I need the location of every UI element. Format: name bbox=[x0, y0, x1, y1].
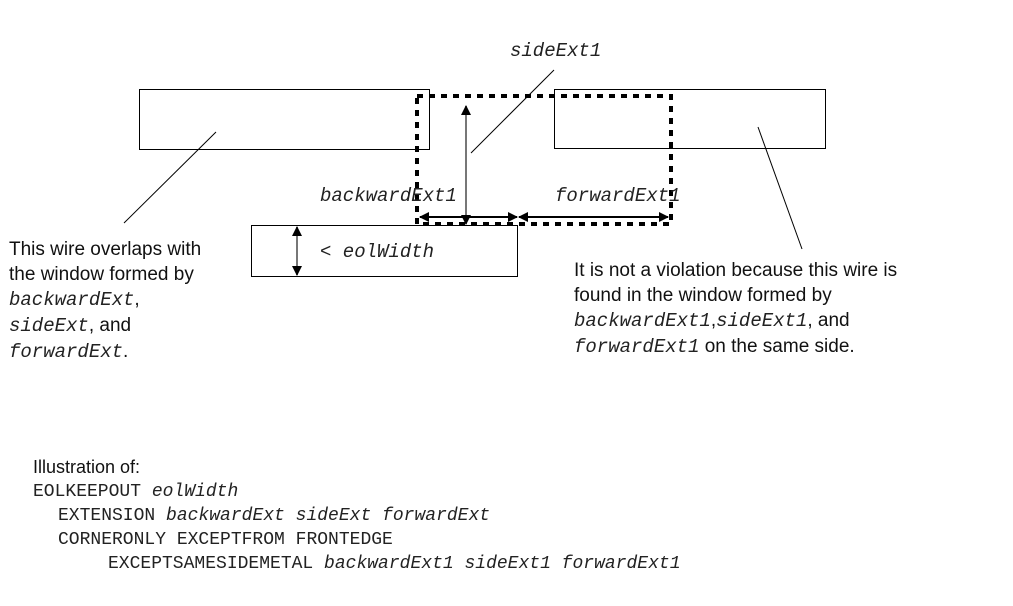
exception-window bbox=[415, 94, 673, 226]
code-backward-ext1: backwardExt1 bbox=[574, 310, 711, 332]
wire-top-right bbox=[554, 89, 826, 149]
code-side-ext1: sideExt1 bbox=[716, 310, 808, 332]
left-note-line1: This wire overlaps with bbox=[9, 239, 202, 260]
caption-code: EOLKEEPOUT eolWidth EXTENSION backwardEx… bbox=[33, 480, 681, 576]
code-forward-ext: forwardExt bbox=[9, 341, 124, 363]
code-line-2: EXTENSION backwardExt sideExt forwardExt bbox=[33, 504, 681, 528]
label-backward-ext1: backwardExt1 bbox=[320, 185, 457, 207]
caption-title: Illustration of: bbox=[33, 457, 141, 477]
code-line-3: CORNERONLY EXCEPTFROM FRONTEDGE bbox=[33, 528, 681, 552]
argument: backwardExt sideExt forwardExt bbox=[166, 506, 491, 526]
leader-left-note bbox=[123, 131, 217, 224]
right-note-line4: forwardExt1 on the same side. bbox=[574, 334, 897, 360]
right-note-line3: backwardExt1,sideExt1, and bbox=[574, 308, 897, 334]
left-note-line5: forwardExt. bbox=[9, 339, 201, 365]
label-forward-ext1: forwardExt1 bbox=[555, 185, 681, 207]
punct: , bbox=[134, 289, 140, 310]
wire-bottom-eol bbox=[251, 225, 518, 277]
punct: , bbox=[710, 310, 717, 331]
text: on the same side. bbox=[699, 336, 855, 357]
left-note-line4: sideExt, and bbox=[9, 313, 201, 339]
leader-right-note bbox=[757, 126, 803, 250]
left-note-line3: backwardExt, bbox=[9, 287, 201, 313]
code-line-1: EOLKEEPOUT eolWidth bbox=[33, 480, 681, 504]
text: , and bbox=[88, 315, 132, 336]
right-note-line1: It is not a violation because this wire … bbox=[574, 260, 898, 281]
leader-side-ext1 bbox=[470, 69, 555, 154]
keyword: EOLKEEPOUT bbox=[33, 482, 142, 502]
code-side-ext: sideExt bbox=[9, 315, 89, 337]
caption: Illustration of: bbox=[33, 455, 140, 480]
right-note: It is not a violation because this wire … bbox=[574, 258, 897, 360]
argument: eolWidth bbox=[151, 482, 239, 502]
label-side-ext1: sideExt1 bbox=[510, 40, 602, 62]
code-backward-ext: backwardExt bbox=[9, 289, 135, 311]
code-line-4: EXCEPTSAMESIDEMETAL backwardExt1 sideExt… bbox=[33, 552, 681, 576]
punct: . bbox=[123, 341, 129, 362]
left-note: This wire overlaps with the window forme… bbox=[9, 237, 201, 365]
keyword: EXCEPTSAMESIDEMETAL bbox=[108, 554, 314, 574]
wire-top-left bbox=[139, 89, 430, 150]
text: , and bbox=[807, 310, 850, 331]
right-note-line2: found in the window formed by bbox=[574, 285, 832, 306]
keyword: CORNERONLY EXCEPTFROM FRONTEDGE bbox=[58, 530, 393, 550]
label-eol-width: < eolWidth bbox=[320, 241, 435, 263]
argument: backwardExt1 sideExt1 forwardExt1 bbox=[324, 554, 681, 574]
left-note-line2: the window formed by bbox=[9, 264, 194, 285]
keyword: EXTENSION bbox=[58, 506, 156, 526]
code-forward-ext1: forwardExt1 bbox=[574, 336, 700, 358]
